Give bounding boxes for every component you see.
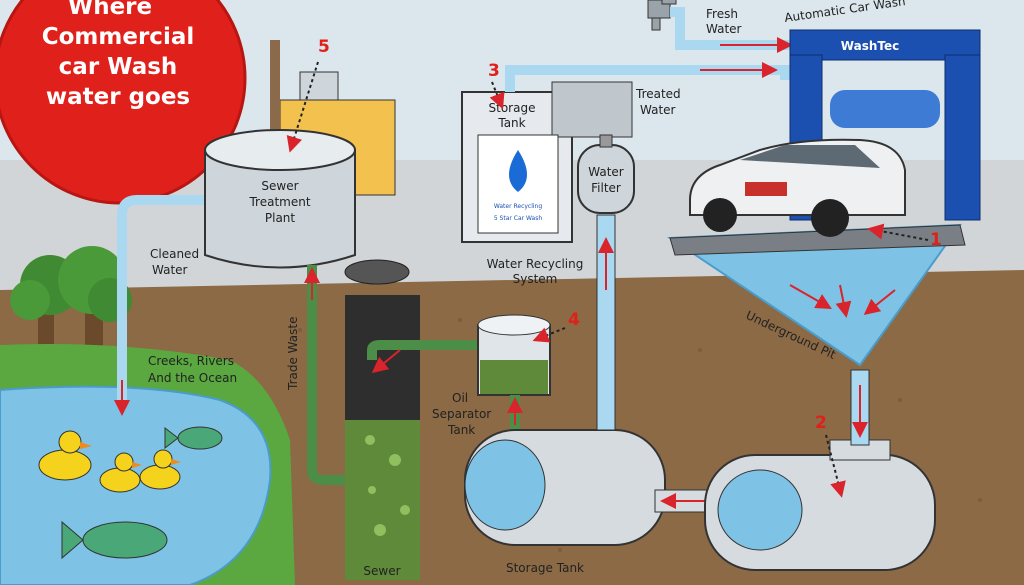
oil-separator-label-2: Separator [432,407,491,421]
creeks-label-1: Creeks, Rivers [148,354,234,368]
water-filter-label-1: Water [588,165,624,179]
oil-separator-tank [478,315,550,395]
step-5-number: 5 [318,37,330,57]
cleaned-water-label-1: Cleaned [150,247,199,261]
water-filter-label-2: Filter [591,181,621,195]
storage-tank-bottom-label: Storage Tank [506,561,584,575]
storage-tank-bottom [465,430,665,545]
sewer-label: Sewer [363,564,400,578]
sewer-treatment-label-3: Plant [265,211,296,225]
storage-tank-top-label-1: Storage [489,101,536,115]
sewer-sludge [345,420,420,580]
creeks-label-2: And the Ocean [148,371,237,385]
storage-tank-top-label-2: Tank [497,116,525,130]
settling-tank [705,440,935,570]
oil-separator-label-1: Oil [452,391,468,405]
step-2-number: 2 [815,413,827,433]
washtec-brand: WashTec [841,39,899,53]
trade-waste-label: Trade Waste [286,317,300,391]
sewer-treatment-label-2: Treatment [248,195,310,209]
fresh-water-label-2: Water [706,22,742,36]
title-line-1: Where [68,0,152,20]
title-line-4: water goes [46,84,190,110]
recycling-panel-brand: Water Recycling [494,203,543,210]
cleaned-water-label-2: Water [152,263,188,277]
sewer-treatment-label-1: Sewer [261,179,298,193]
treated-water-label-2: Water [640,103,676,117]
title-line-3: car Wash [59,54,178,80]
recycling-panel-sub: 5 Star Car Wash [494,215,543,222]
title-line-2: Commercial [42,24,194,50]
water-recycling-label-2: System [513,272,558,286]
oil-separator-label-3: Tank [447,423,475,437]
water-recycling-label-1: Water Recycling [487,257,584,271]
step-3-number: 3 [488,61,500,81]
step-4-number: 4 [568,310,580,330]
fresh-water-label-1: Fresh [706,7,738,21]
step-1-number: 1 [930,230,942,250]
treated-water-label-1: Treated [635,87,681,101]
manhole-cover [345,260,409,284]
